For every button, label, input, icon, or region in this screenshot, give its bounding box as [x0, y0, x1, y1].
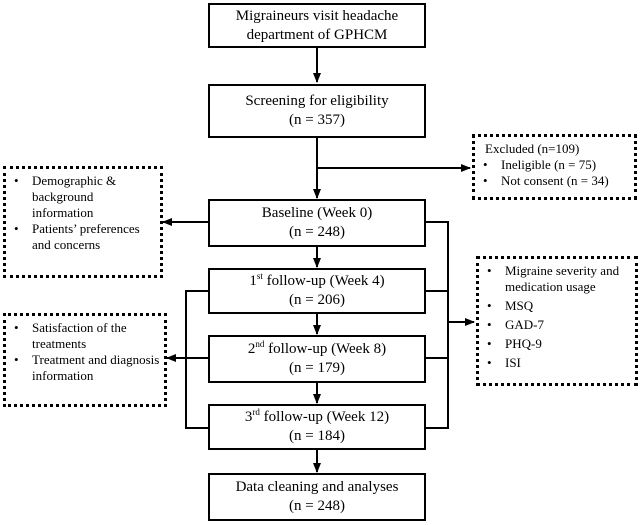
excluded-box: Excluded (n=109) Ineligible (n = 75) Not…	[472, 134, 637, 200]
followup3-text: follow-up (Week 12)	[259, 409, 390, 425]
analysis-n: (n = 248)	[289, 498, 345, 514]
screening-n: (n = 357)	[289, 112, 345, 128]
followup1-n: (n = 206)	[289, 292, 345, 308]
box-screening: Screening for eligibility (n = 357)	[208, 84, 426, 138]
followup1-sup: st	[256, 271, 263, 281]
excluded-item-ineligible: Ineligible (n = 75)	[481, 157, 628, 173]
followup1-text: follow-up (Week 4)	[262, 273, 385, 289]
followup1-ordinal: 1	[249, 273, 257, 289]
analysis-title: Data cleaning and analyses	[235, 479, 399, 495]
baseline-n: (n = 248)	[289, 224, 345, 240]
followup1-title: 1st follow-up (Week 4)	[249, 272, 384, 291]
excluded-item-not-consent: Not consent (n = 34)	[481, 173, 628, 189]
followup2-text: follow-up (Week 8)	[264, 341, 387, 357]
baseline-measures-list: Demographic & background information Pat…	[12, 173, 156, 253]
right-bracket-connector	[425, 221, 449, 429]
box-followup2: 2nd follow-up (Week 8) (n = 179)	[208, 335, 426, 383]
followup3-ordinal: 3	[244, 409, 253, 425]
box-analysis: Data cleaning and analyses (n = 248)	[208, 473, 426, 521]
excluded-heading: Excluded (n=109)	[485, 141, 580, 156]
box-visit: Migraineurs visit headache department of…	[208, 3, 426, 48]
measure-gad7: GAD-7	[485, 317, 631, 333]
measure-isi: ISI	[485, 355, 631, 371]
followup3-title: 3rd follow-up (Week 12)	[245, 408, 389, 427]
excluded-list: Ineligible (n = 75) Not consent (n = 34)	[481, 157, 628, 189]
followup2-ordinal: 2	[247, 341, 256, 357]
followup2-n: (n = 179)	[289, 360, 345, 376]
measure-treatment-diagnosis: Treatment and diagnosis information	[12, 352, 160, 384]
followup-measures-box: Migraine severity and medication usage M…	[476, 256, 638, 386]
measure-phq9: PHQ-9	[485, 336, 631, 352]
baseline-measures-box: Demographic & background information Pat…	[3, 166, 163, 278]
box-followup1: 1st follow-up (Week 4) (n = 206)	[208, 268, 426, 314]
followup-measures-list: Migraine severity and medication usage M…	[485, 263, 631, 371]
visit-line1: Migraineurs visit headache	[235, 7, 399, 24]
followup2-title: 2nd follow-up (Week 8)	[248, 340, 386, 359]
left-bracket-connector	[185, 290, 209, 429]
visit-line2: department of GPHCM	[246, 26, 388, 43]
measure-migraine-severity: Migraine severity and medication usage	[485, 263, 631, 295]
followup3-sup: rd	[252, 407, 260, 417]
box-baseline: Baseline (Week 0) (n = 248)	[208, 199, 426, 247]
followup3-n: (n = 184)	[289, 428, 345, 444]
screening-title: Screening for eligibility	[245, 93, 389, 109]
followup2-sup: nd	[255, 339, 265, 349]
measure-satisfaction: Satisfaction of the treatments	[12, 320, 160, 352]
measure-msq: MSQ	[485, 298, 631, 314]
box-followup3: 3rd follow-up (Week 12) (n = 184)	[208, 404, 426, 450]
measure-preferences: Patients’ preferences and concerns	[12, 221, 156, 253]
measure-demographic: Demographic & background information	[12, 173, 156, 221]
baseline-title: Baseline (Week 0)	[261, 205, 373, 221]
treatment-measures-box: Satisfaction of the treatments Treatment…	[3, 313, 167, 407]
treatment-measures-list: Satisfaction of the treatments Treatment…	[12, 320, 160, 384]
